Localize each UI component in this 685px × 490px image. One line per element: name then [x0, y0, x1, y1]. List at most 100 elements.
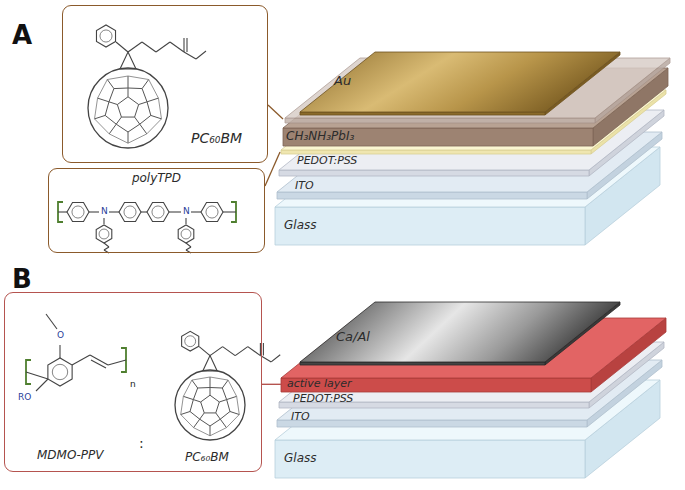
- bond: [95, 115, 106, 118]
- bond: [271, 355, 280, 362]
- slab-front: [300, 112, 545, 115]
- bond: [200, 413, 205, 419]
- layer-label: ITO: [291, 411, 310, 424]
- bond: [128, 88, 142, 90]
- bond: [237, 396, 240, 414]
- fullerene-face: [117, 97, 138, 117]
- bond: [192, 377, 210, 380]
- bond: [128, 76, 129, 88]
- bond: [169, 211, 181, 212]
- bond: [260, 343, 261, 356]
- benzene-ring: [67, 202, 89, 221]
- bond: [226, 415, 239, 428]
- bond: [95, 98, 98, 119]
- aromatic-circle: [124, 206, 136, 218]
- bond: [210, 387, 222, 389]
- aromatic-circle: [99, 229, 109, 239]
- bond: [59, 345, 60, 358]
- bond: [210, 377, 228, 380]
- layer-label: ITO: [295, 180, 314, 193]
- bond: [235, 347, 248, 356]
- layer-name: ITO: [291, 411, 310, 424]
- atom-label: RO: [17, 393, 32, 402]
- bond: [149, 80, 159, 99]
- atom-label: N: [100, 207, 109, 216]
- bond: [104, 247, 109, 250]
- aromatic-circle: [152, 206, 164, 218]
- bond: [26, 372, 48, 379]
- bond: [186, 243, 191, 247]
- bond: [191, 211, 201, 212]
- bond: [128, 124, 140, 132]
- bond: [183, 38, 184, 52]
- bond: [186, 38, 187, 52]
- benzene-ring: [96, 225, 112, 243]
- bond: [128, 132, 129, 143]
- bond: [190, 400, 193, 412]
- layer-label: active layer: [281, 378, 352, 391]
- bond: [220, 411, 230, 419]
- benzene-ring: [96, 25, 115, 47]
- panel-letter: B: [12, 266, 32, 292]
- bond: [116, 117, 121, 124]
- bond: [147, 102, 151, 116]
- bond: [98, 80, 108, 99]
- slab-top: [300, 52, 620, 112]
- layer-name: active layer: [287, 378, 352, 391]
- bond: [147, 98, 158, 102]
- bond: [72, 355, 90, 365]
- slab-front: [281, 150, 591, 154]
- bond: [109, 89, 114, 102]
- slab-front: [285, 118, 595, 123]
- slab-front: [281, 378, 591, 392]
- layer-name: CH₃NH₃PbI₃: [286, 130, 354, 144]
- bond: [190, 411, 200, 419]
- bond: [105, 102, 109, 116]
- aromatic-circle: [52, 364, 67, 379]
- layer-label: CH₃NH₃PbI₃: [286, 130, 354, 144]
- slab-front: [283, 128, 593, 146]
- bond: [105, 115, 116, 124]
- atom-label: O: [56, 331, 65, 340]
- connector-line: [262, 384, 281, 385]
- bond: [103, 218, 104, 224]
- bond: [109, 124, 116, 134]
- layer-slab: [300, 52, 620, 115]
- aromatic-circle: [100, 30, 112, 42]
- bond: [95, 119, 110, 134]
- bond: [210, 426, 211, 436]
- bond: [107, 80, 114, 89]
- bond: [46, 314, 57, 329]
- bond: [223, 347, 236, 356]
- bond: [156, 42, 170, 52]
- layer-label: Glass: [284, 219, 317, 233]
- bond: [181, 411, 190, 414]
- molecule-name: PC₆₀BM: [185, 451, 229, 465]
- layer-name: ITO: [295, 180, 314, 193]
- bond: [223, 211, 236, 212]
- bond: [151, 115, 162, 118]
- bond: [147, 119, 162, 134]
- atom-label: N: [182, 207, 191, 216]
- molecule-name: :: [139, 435, 144, 451]
- bond: [108, 360, 126, 365]
- benzene-ring: [178, 225, 194, 243]
- layer-name: PEDOT:PSS: [293, 393, 353, 406]
- layer-stack: [275, 52, 670, 478]
- bond: [158, 98, 161, 119]
- bond: [128, 88, 129, 97]
- molecule-drawings: [26, 25, 280, 440]
- layer-name: Glass: [284, 219, 317, 233]
- slab-front: [275, 207, 585, 245]
- layer-name: Ca/Al: [336, 330, 370, 345]
- layer-label: Ca/Al: [336, 330, 370, 345]
- molecule-callout: polyTPD: [48, 168, 265, 253]
- bond: [220, 419, 226, 427]
- bond: [89, 211, 99, 212]
- leader-line: [268, 105, 283, 119]
- bond: [193, 400, 200, 402]
- layer-slab: [300, 302, 620, 365]
- fullerene-cage: [88, 68, 168, 148]
- bond: [109, 102, 117, 105]
- benzene-ring: [48, 358, 72, 386]
